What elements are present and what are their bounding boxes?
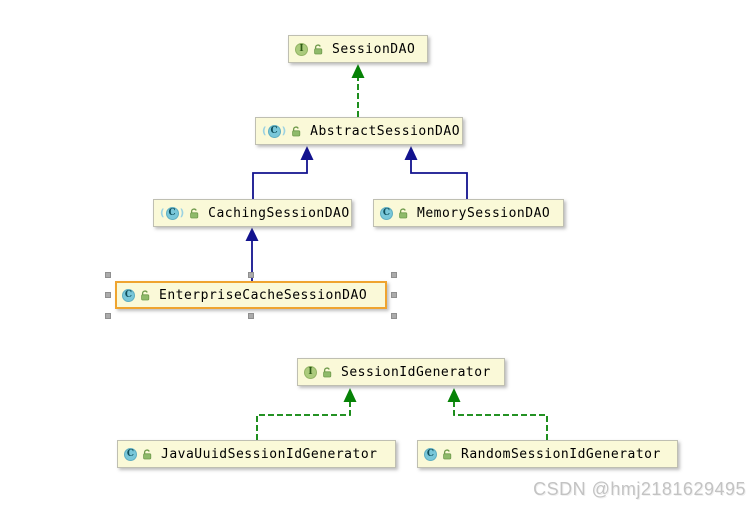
class-name-label: MemorySessionDAO [417, 205, 551, 221]
generalization-edge-line [252, 160, 308, 199]
class-node-memorysessiondao[interactable]: C MemorySessionDAO [373, 199, 564, 227]
selection-handle[interactable] [105, 313, 111, 319]
selection-handle[interactable] [391, 272, 397, 278]
selection-handle[interactable] [391, 292, 397, 298]
selection-handle[interactable] [105, 292, 111, 298]
realization-edge-line [453, 402, 548, 440]
abstract-class-icon: C [160, 206, 184, 220]
edge-realization-abstractsessiondao-sessiondao[interactable] [351, 64, 365, 117]
class-name-label: EnterpriseCacheSessionDAO [159, 287, 368, 303]
generalization-edge-line [410, 160, 468, 199]
public-unlock-icon [321, 366, 333, 378]
edge-generalization-memorysessiondao-abstractsessiondao[interactable] [404, 146, 468, 199]
edge-generalization-cachingsessiondao-abstractsessiondao[interactable] [252, 146, 314, 199]
edge-realization-javauuidsessionidgenerator-sessionidgenerator[interactable] [256, 388, 357, 440]
public-unlock-icon [141, 448, 153, 460]
public-unlock-icon [441, 448, 453, 460]
generalization-arrowhead-icon [404, 146, 418, 160]
interface-icon: I [295, 42, 308, 56]
interface-icon: I [304, 365, 317, 379]
generalization-arrowhead-icon [300, 146, 314, 160]
class-name-label: JavaUuidSessionIdGenerator [161, 446, 378, 462]
class-name-label: RandomSessionIdGenerator [461, 446, 661, 462]
public-unlock-icon [139, 289, 151, 301]
class-name-label: CachingSessionDAO [208, 205, 350, 221]
class-name-label: SessionIdGenerator [341, 364, 491, 380]
realization-arrowhead-icon [447, 388, 461, 402]
generalization-arrowhead-icon [245, 227, 259, 241]
class-icon: C [122, 288, 135, 302]
selection-handle[interactable] [391, 313, 397, 319]
class-name-label: SessionDAO [332, 41, 416, 57]
public-unlock-icon [397, 207, 409, 219]
public-unlock-icon [188, 207, 200, 219]
class-node-cachingsessiondao[interactable]: C CachingSessionDAO [153, 199, 352, 227]
selection-handle[interactable] [248, 272, 254, 278]
realization-arrowhead-icon [343, 388, 357, 402]
selection-handle[interactable] [248, 313, 254, 319]
class-node-sessionidgenerator[interactable]: I SessionIdGenerator [297, 358, 505, 386]
class-icon: C [424, 447, 437, 461]
class-icon: C [380, 206, 393, 220]
abstract-class-icon: C [262, 124, 286, 138]
edge-realization-randomsessionidgenerator-sessionidgenerator[interactable] [447, 388, 548, 440]
realization-arrowhead-icon [351, 64, 365, 78]
class-node-enterprisecachesessiondao[interactable]: C EnterpriseCacheSessionDAO [115, 281, 387, 309]
public-unlock-icon [290, 125, 302, 137]
class-icon: C [124, 447, 137, 461]
class-node-sessiondao[interactable]: I SessionDAO [288, 35, 428, 63]
selection-handle[interactable] [105, 272, 111, 278]
public-unlock-icon [312, 43, 324, 55]
class-node-javauuidsessionidgenerator[interactable]: C JavaUuidSessionIdGenerator [117, 440, 396, 468]
watermark: CSDN @hmj2181629495 [533, 479, 746, 499]
class-name-label: AbstractSessionDAO [310, 123, 461, 139]
class-node-abstractsessiondao[interactable]: C AbstractSessionDAO [255, 117, 463, 145]
realization-edge-line [256, 402, 351, 440]
class-node-randomsessionidgenerator[interactable]: C RandomSessionIdGenerator [417, 440, 678, 468]
